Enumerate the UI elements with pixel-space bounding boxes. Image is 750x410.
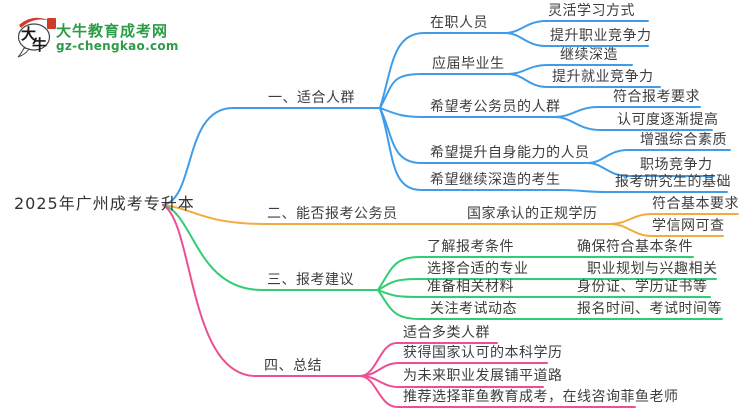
branch-1-label: 一、适合人群 — [268, 90, 355, 106]
branch-1-child-2-label: 应届毕业生 — [432, 56, 505, 72]
branch-1-child-1-label: 在职人员 — [430, 15, 488, 31]
branch-4-leaf-3: 为未来职业发展铺平道路 — [403, 368, 563, 384]
branch-1-child-2-leaf-2: 提升就业竞争力 — [552, 69, 654, 85]
branch-2-child-1-leaf-1: 符合基本要求 — [652, 196, 739, 212]
branch-1-child-3-label: 希望考公务员的人群 — [430, 99, 561, 115]
branch-4-leaf-4: 推荐选择菲鱼教育成考，在线咨询菲鱼老师 — [403, 389, 679, 405]
logo-speech-bubble — [17, 23, 51, 51]
branch-4-leaf-2: 获得国家认可的本科学历 — [403, 345, 563, 361]
logo-mark-char-2: 牛 — [32, 36, 47, 54]
branch1-lines — [162, 20, 731, 206]
site-logo: 大 牛 大牛教育成考网 gz-chengkao.com — [0, 0, 200, 60]
branch-2-child-1-leaf-2: 学信网可查 — [652, 218, 725, 234]
branch-3-child-4-leaf-1: 报名时间、考试时间等 — [577, 301, 722, 317]
branch-3-child-1-label: 了解报考条件 — [427, 239, 514, 255]
branch-3-child-3-leaf-1: 身份证、学历证书等 — [577, 279, 708, 295]
branch-1-child-2-leaf-1: 继续深造 — [560, 47, 618, 63]
branch-1-child-3-leaf-1: 符合报考要求 — [613, 89, 700, 105]
logo-red-seal — [47, 18, 56, 29]
branch-3-child-2-label: 选择合适的专业 — [427, 261, 529, 277]
root-node: 2025年广州成考专升本 — [14, 194, 195, 213]
branch4-lines — [162, 204, 636, 408]
branch-3-child-2-leaf-1: 职业规划与兴趣相关 — [587, 261, 718, 277]
logo-red-arc — [19, 17, 50, 28]
branch-1-child-5-label: 希望继续深造的考生 — [430, 172, 561, 188]
branch-1-child-3-leaf-2: 认可度逐渐提高 — [617, 112, 719, 128]
branch-3-child-1-leaf-1: 确保符合基本条件 — [577, 239, 693, 255]
branch-1-child-4-leaf-2: 职场竞争力 — [640, 157, 713, 173]
logo-site-name: 大牛教育成考网 — [56, 22, 169, 40]
branch-2-label: 二、能否报考公务员 — [267, 206, 398, 222]
branch-3-child-4-label: 关注考试动态 — [430, 301, 517, 317]
branch-3-label: 三、报考建议 — [267, 272, 354, 288]
branch-1-child-4-leaf-1: 增强综合素质 — [640, 132, 727, 148]
logo-mark-char-1: 大 — [21, 25, 36, 43]
branch-1-child-5-leaf-1: 报考研究生的基础 — [615, 174, 731, 190]
branch2-lines — [162, 204, 739, 237]
logo-site-url: gz-chengkao.com — [56, 39, 179, 53]
branch-1-child-1-leaf-2: 提升职业竞争力 — [550, 28, 652, 44]
branch-3-child-3-label: 准备相关材料 — [427, 279, 514, 295]
branch-1-child-1-leaf-1: 灵活学习方式 — [548, 3, 635, 19]
branch-4-label: 四、总结 — [264, 358, 322, 374]
branch-4-leaf-1: 适合多类人群 — [403, 325, 490, 341]
branch3-lines — [162, 204, 723, 320]
logo-bubble-tail — [17, 47, 30, 58]
logo-mark-icon: 大 牛 — [17, 17, 56, 58]
branch-2-child-1-label: 国家承认的正规学历 — [467, 206, 598, 222]
branch-1-child-4-label: 希望提升自身能力的人员 — [430, 145, 590, 161]
